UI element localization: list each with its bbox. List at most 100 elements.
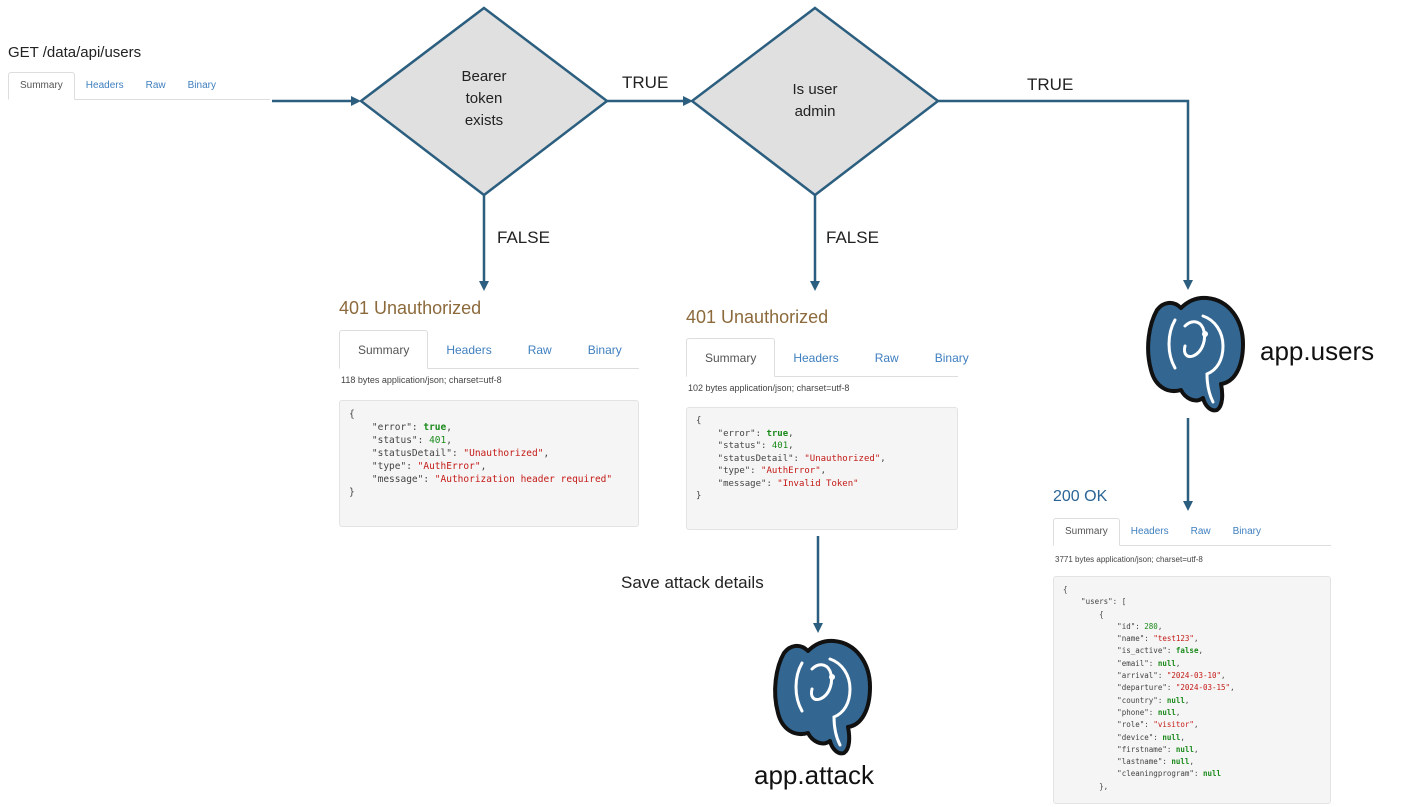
tab-headers[interactable]: Headers xyxy=(446,343,492,357)
code-token: "error": xyxy=(696,428,767,439)
code-token: , xyxy=(1180,732,1185,742)
code-token: "message": xyxy=(349,474,435,485)
tab-headers[interactable]: Headers xyxy=(85,80,124,91)
code-line: "is_active": false, xyxy=(1063,645,1321,657)
code-token: "is_active": xyxy=(1063,646,1176,656)
status-title-401-b: 401 Unauthorized xyxy=(686,307,829,327)
code-token: false xyxy=(1175,646,1199,656)
code-line: "users": [ xyxy=(1063,596,1321,608)
code-token: } xyxy=(349,487,355,498)
status-title-401-a: 401 Unauthorized xyxy=(339,298,482,318)
code-token: "arrival": xyxy=(1063,671,1167,681)
code-token: { xyxy=(1063,609,1104,619)
tab-summary[interactable]: Summary xyxy=(8,72,75,100)
code-token: } xyxy=(696,491,702,501)
code-token: "2024-03-15" xyxy=(1175,683,1231,693)
response-body: { "error": true, "status": 401, "statusD… xyxy=(686,407,958,530)
code-line: }, xyxy=(1063,781,1321,793)
code-token: null xyxy=(1157,658,1176,668)
tab-binary[interactable]: Binary xyxy=(934,351,969,365)
code-token: "cleaningprogram": xyxy=(1063,769,1203,779)
code-token: "country": xyxy=(1063,695,1167,705)
code-line: "type": "AuthError", xyxy=(349,460,629,473)
decision-label-admin: Is user admin xyxy=(765,79,865,123)
decision-is-user-admin xyxy=(689,6,941,197)
code-token: , xyxy=(1221,671,1226,681)
code-line: "statusDetail": "Unauthorized", xyxy=(349,447,629,460)
code-token: "message": xyxy=(696,478,778,489)
code-token: "test123" xyxy=(1153,634,1194,644)
code-line: "type": "AuthError", xyxy=(696,465,948,478)
code-line: "cleaningprogram": null xyxy=(1063,768,1321,780)
tab-raw[interactable]: Raw xyxy=(874,351,899,365)
decision-bearer-token-exists xyxy=(358,6,610,197)
code-token: , xyxy=(1157,621,1163,631)
code-line: "status": 401, xyxy=(349,434,629,447)
code-token: , xyxy=(1189,757,1194,767)
code-line: "role": "visitor", xyxy=(1063,719,1321,731)
postgresql-elephant-icon-users xyxy=(1146,295,1245,413)
postgresql-elephant-icon-attack xyxy=(773,638,872,756)
code-token: null xyxy=(1175,744,1194,754)
code-line: "message": "Invalid Token" xyxy=(696,478,948,491)
response-tabs: Summary Headers Raw Binary xyxy=(686,338,969,377)
code-line: "status": 401, xyxy=(696,440,948,453)
code-token: "status": xyxy=(349,435,430,446)
tab-binary[interactable]: Binary xyxy=(587,343,622,357)
code-line: { xyxy=(1063,584,1321,596)
code-token: { xyxy=(1063,585,1068,594)
code-token: "type": xyxy=(696,466,762,476)
code-token: "role": xyxy=(1063,720,1154,730)
code-token: "statusDetail": xyxy=(349,448,464,459)
response-meta: 118 bytes application/json; charset=utf-… xyxy=(341,375,502,385)
tab-binary[interactable]: Binary xyxy=(187,80,216,91)
code-token: , xyxy=(446,422,452,433)
decision-label-line: token xyxy=(465,90,503,107)
code-token: { xyxy=(349,409,355,420)
false-label-admin: FALSE xyxy=(826,228,879,247)
code-token: "AuthError" xyxy=(417,461,481,472)
code-token: "type": xyxy=(349,461,418,472)
response-tabs: Summary Headers Raw Binary xyxy=(339,330,639,369)
code-token: "Unauthorized" xyxy=(804,453,881,464)
code-token: "visitor" xyxy=(1153,720,1194,730)
code-token: null xyxy=(1171,757,1190,767)
code-line: } xyxy=(349,486,629,499)
code-token: "AuthError" xyxy=(761,466,821,476)
code-token: "firstname": xyxy=(1063,744,1176,754)
code-line: "country": null, xyxy=(1063,695,1321,707)
code-line: "departure": "2024-03-15", xyxy=(1063,682,1321,694)
tab-raw[interactable]: Raw xyxy=(1190,526,1211,537)
status-title-200: 200 OK xyxy=(1053,488,1108,505)
request-tabs: Summary Headers Raw Binary xyxy=(8,72,270,100)
tab-summary[interactable]: Summary xyxy=(686,338,776,377)
code-line: { xyxy=(349,408,629,421)
code-token: 401 xyxy=(771,441,789,451)
code-token: , xyxy=(1198,646,1203,656)
code-token: "error": xyxy=(349,422,424,433)
code-token: , xyxy=(1230,683,1235,693)
code-token: true xyxy=(766,428,789,439)
db-label-users: app.users xyxy=(1260,336,1375,366)
tab-summary[interactable]: Summary xyxy=(339,330,429,369)
code-token: , xyxy=(820,466,827,476)
code-line: "phone": null, xyxy=(1063,707,1321,719)
db-label-attack: app.attack xyxy=(754,760,874,790)
code-line: { xyxy=(1063,609,1321,621)
tab-headers[interactable]: Headers xyxy=(793,351,839,365)
tab-raw[interactable]: Raw xyxy=(145,80,166,91)
code-line: "name": "test123", xyxy=(1063,633,1321,645)
code-token: "lastname": xyxy=(1063,757,1172,767)
true-label-bearer: TRUE xyxy=(622,73,669,92)
code-token: "email": xyxy=(1063,658,1158,668)
code-line: "arrival": "2024-03-10", xyxy=(1063,670,1321,682)
tab-headers[interactable]: Headers xyxy=(1130,526,1169,537)
code-token: { xyxy=(696,416,702,426)
tab-raw[interactable]: Raw xyxy=(527,343,552,357)
code-token: , xyxy=(543,448,550,459)
tab-summary[interactable]: Summary xyxy=(1053,518,1120,546)
code-token: "phone": xyxy=(1063,707,1158,717)
tab-binary[interactable]: Binary xyxy=(1232,526,1261,537)
code-token: , xyxy=(788,428,794,439)
